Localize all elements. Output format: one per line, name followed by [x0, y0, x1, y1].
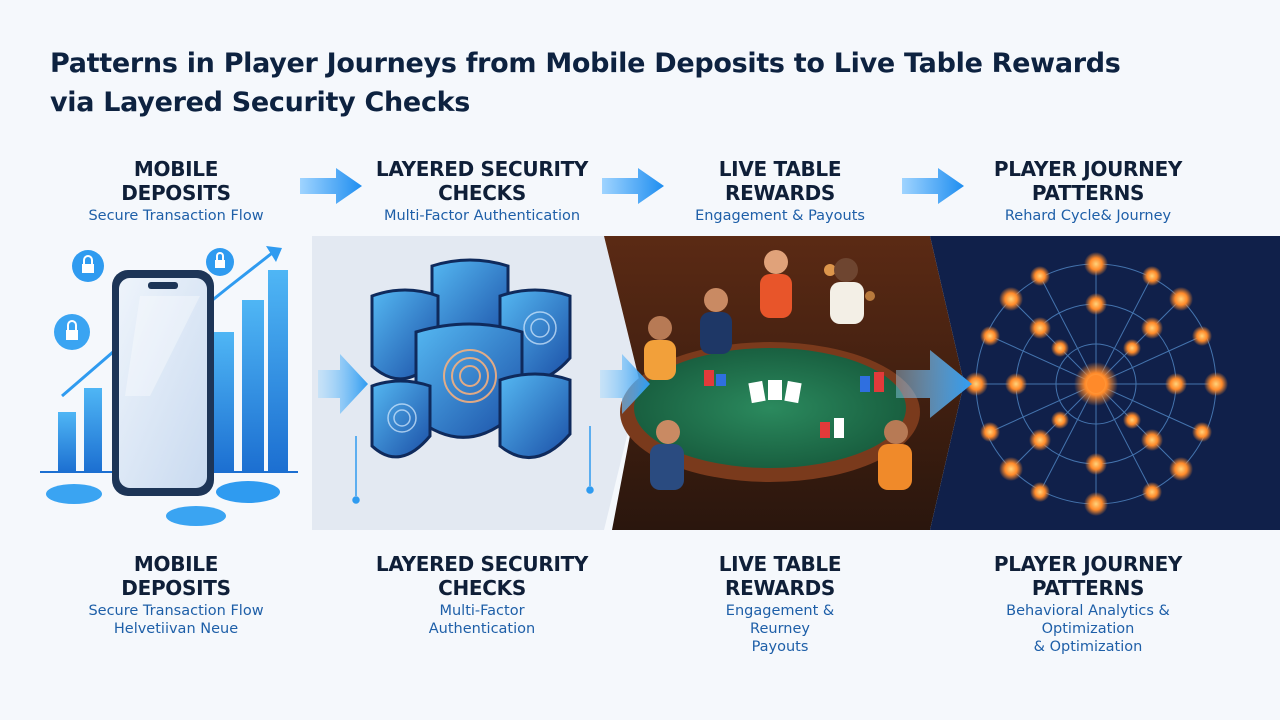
step-subtitle: Behavioral Analytics & Optimization & Op…	[958, 602, 1218, 656]
layered-security-illustration	[312, 236, 640, 530]
bottom-step-mobile-deposits: MOBILE DEPOSITS Secure Transaction Flow …	[46, 552, 306, 638]
live-table-illustration	[600, 236, 964, 530]
bottom-step-layered-security: LAYERED SECURITY CHECKS Multi-Factor Aut…	[352, 552, 612, 638]
step-subtitle-line: Helvetiivan Neue	[113, 621, 239, 637]
flow-arrow-icon	[300, 168, 362, 204]
step-heading-line: PATTERNS	[1031, 181, 1145, 205]
step-heading-line: DEPOSITS	[121, 181, 231, 205]
step-heading-line: LAYERED SECURITY	[375, 552, 589, 576]
step-heading: LIVE TABLE REWARDS	[650, 552, 910, 600]
player-figure	[644, 316, 676, 380]
top-step-live-table-rewards: LIVE TABLE REWARDS Engagement & Payouts	[650, 157, 910, 225]
bottom-step-player-journey: PLAYER JOURNEY PATTERNS Behavioral Analy…	[958, 552, 1218, 656]
step-subtitle: Multi-Factor Authentication	[352, 602, 612, 638]
step-subtitle-line: Multi-Factor	[439, 603, 525, 619]
player-figure	[760, 250, 792, 318]
step-heading: PLAYER JOURNEY PATTERNS	[958, 552, 1218, 600]
step-heading-line: MOBILE	[133, 157, 219, 181]
step-heading: LIVE TABLE REWARDS	[650, 157, 910, 205]
player-figure	[830, 258, 864, 324]
lock-coin-icon	[72, 250, 104, 282]
step-subtitle-line: Behavioral Analytics &	[1006, 603, 1170, 619]
step-subtitle-line: & Optimization	[1033, 639, 1143, 655]
step-heading-line: REWARDS	[724, 576, 835, 600]
step-heading-line: REWARDS	[724, 181, 835, 205]
step-heading-line: LIVE TABLE	[718, 552, 842, 576]
player-figure	[650, 420, 684, 490]
step-heading: LAYERED SECURITY CHECKS	[352, 552, 612, 600]
step-heading-line: MOBILE	[133, 552, 219, 576]
journey-node-icon	[964, 252, 1228, 516]
journey-network-illustration	[896, 236, 1280, 530]
step-heading: MOBILE DEPOSITS	[46, 157, 306, 205]
step-heading-line: LIVE TABLE	[718, 157, 842, 181]
player-figure	[700, 288, 732, 354]
step-heading: PLAYER JOURNEY PATTERNS	[958, 157, 1218, 205]
step-subtitle-line: Authentication	[428, 621, 536, 637]
flow-arrow-icon	[600, 354, 650, 414]
step-heading: MOBILE DEPOSITS	[46, 552, 306, 600]
title-line-1: Patterns in Player Journeys from Mobile …	[50, 48, 1121, 79]
playing-cards	[748, 380, 802, 404]
mobile-deposits-illustration	[0, 236, 312, 530]
step-subtitle-line: Engagement &	[725, 603, 835, 619]
flow-arrow-icon	[602, 168, 664, 204]
step-subtitle: Engagement & Reurney Payouts	[650, 602, 910, 656]
page-title: Patterns in Player Journeys from Mobile …	[50, 44, 1230, 122]
bottom-step-live-table-rewards: LIVE TABLE REWARDS Engagement & Reurney …	[650, 552, 910, 656]
top-step-layered-security: LAYERED SECURITY CHECKS Multi-Factor Aut…	[352, 157, 612, 225]
step-subtitle: Multi-Factor Authentication	[383, 208, 581, 224]
title-line-2: via Layered Security Checks	[50, 87, 471, 118]
chip-stack-icon	[704, 370, 884, 438]
step-subtitle: Secure Transaction Flow	[88, 208, 264, 224]
step-subtitle: Rehard Cycle& Journey	[1004, 208, 1172, 224]
flow-arrow-icon	[896, 350, 972, 418]
step-subtitle: Engagement & Payouts	[695, 208, 865, 224]
flow-arrow-icon	[318, 354, 368, 414]
step-heading-line: CHECKS	[438, 576, 526, 600]
step-subtitle-line: Payouts	[751, 639, 809, 655]
step-heading-line: PLAYER JOURNEY	[993, 552, 1183, 576]
illustration-band	[0, 236, 1280, 530]
flow-arrow-icon	[902, 168, 964, 204]
step-heading-line: PATTERNS	[1031, 576, 1145, 600]
step-heading-line: LAYERED SECURITY	[375, 157, 589, 181]
step-heading-line: CHECKS	[438, 181, 526, 205]
step-subtitle: Secure Transaction Flow Helvetiivan Neue	[46, 602, 306, 638]
lock-coin-icon	[206, 248, 234, 276]
lock-coin-icon	[54, 314, 90, 350]
journey-node-icon	[1074, 362, 1118, 406]
fingerprint-icon	[443, 349, 497, 403]
top-step-mobile-deposits: MOBILE DEPOSITS Secure Transaction Flow	[46, 157, 306, 225]
step-subtitle-line: Secure Transaction Flow	[88, 603, 264, 619]
step-subtitle-line: Optimization	[1041, 621, 1135, 637]
player-figure	[878, 420, 912, 490]
top-step-player-journey: PLAYER JOURNEY PATTERNS Rehard Cycle& Jo…	[958, 157, 1218, 225]
step-heading: LAYERED SECURITY CHECKS	[352, 157, 612, 205]
step-subtitle-line: Reurney	[750, 621, 810, 637]
step-heading-line: PLAYER JOURNEY	[993, 157, 1183, 181]
step-heading-line: DEPOSITS	[121, 576, 231, 600]
